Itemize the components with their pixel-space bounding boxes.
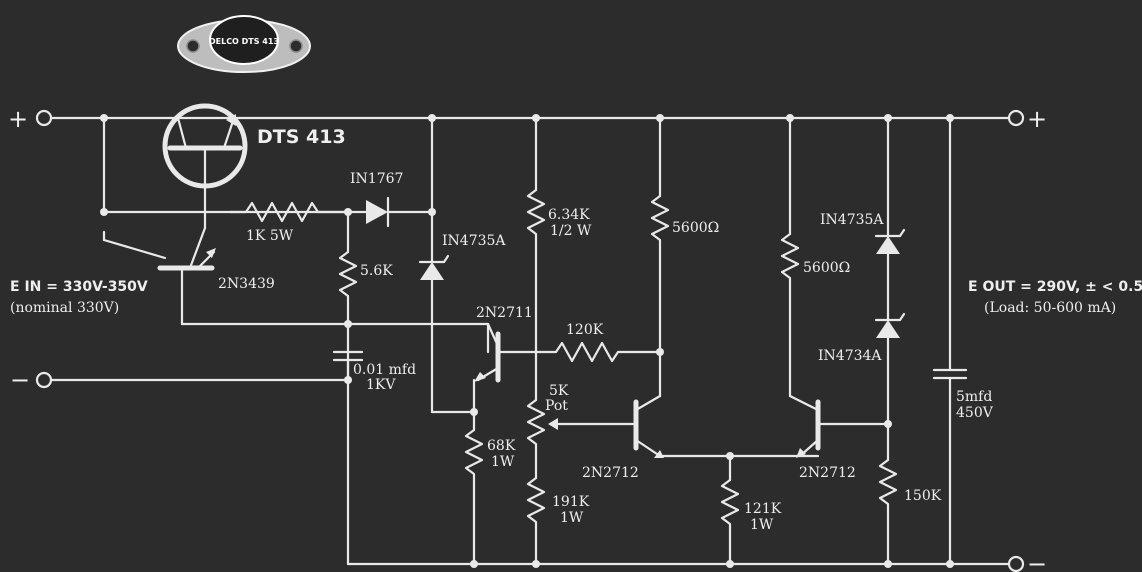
r2-label: 5.6K: [360, 263, 393, 279]
input-negative-terminal: [35, 371, 53, 389]
r9-power-label: 1W: [750, 517, 774, 533]
c1-label: 0.01 mfd: [353, 362, 416, 378]
pot-resistor: [526, 398, 546, 480]
input-spec-line1: E IN = 330V-350V: [10, 279, 148, 295]
c2-capacitor-symbol: [932, 368, 968, 380]
q1-label: DTS 413: [257, 126, 346, 148]
transistor-package-image: DELCO DTS 413: [177, 15, 311, 73]
r5-resistor: [650, 194, 670, 398]
q5-label: 2N2712: [799, 465, 856, 481]
input-positive-terminal: [35, 109, 53, 127]
q4-transistor-symbol: [633, 394, 820, 458]
d1-diode-symbol: [346, 196, 434, 228]
z2-zener-symbol: [874, 228, 906, 254]
z2-label: IN4735A: [820, 212, 884, 228]
r10-label: 150K: [904, 488, 942, 504]
output-minus-label: −: [1027, 550, 1047, 572]
r7-resistor: [464, 428, 484, 566]
r3-resistor: [526, 188, 546, 402]
q5-transistor-symbol: [788, 394, 890, 458]
output-spec-line1: E OUT = 290V, ± < 0.5%: [968, 279, 1142, 295]
r5-label: 5600Ω: [672, 220, 719, 236]
pot-label: 5K: [549, 383, 569, 399]
input-plus-label: +: [8, 105, 28, 133]
package-marking: DELCO DTS 413: [209, 37, 279, 46]
r3-power-label: 1/2 W: [550, 223, 592, 239]
r1-resistor: [228, 201, 350, 223]
junction-dots: [100, 114, 954, 568]
q2-label: 2N3439: [218, 276, 275, 292]
z1-zener-symbol: [418, 116, 476, 414]
q4-label: 2N2712: [582, 465, 639, 481]
c1-voltage-label: 1KV: [366, 377, 396, 393]
r4-label: 120K: [566, 322, 604, 338]
q3-transistor-symbol: [472, 322, 542, 414]
r3-label: 6.34K: [548, 207, 590, 223]
r9-label: 121K: [744, 501, 782, 517]
z3-label: IN4734A: [818, 348, 882, 364]
c2-voltage-label: 450V: [956, 405, 994, 421]
r6-label: 5600Ω: [803, 260, 850, 276]
r9-resistor: [720, 478, 740, 566]
r4-resistor: [538, 341, 662, 363]
r8-power-label: 1W: [560, 510, 584, 526]
r10-resistor: [878, 458, 898, 566]
r7-power-label: 1W: [491, 454, 515, 470]
z1-label: IN4735A: [442, 233, 506, 249]
r6-resistor: [780, 232, 800, 398]
input-spec-line2: (nominal 330V): [10, 300, 119, 316]
q3-label: 2N2711: [476, 305, 533, 321]
output-positive-terminal: [1007, 109, 1025, 127]
z3-zener-symbol: [874, 312, 906, 338]
c2-label: 5mfd: [956, 389, 992, 405]
q2-transistor-symbol: [102, 116, 350, 326]
pot-type-label: Pot: [545, 398, 568, 414]
r8-resistor: [526, 476, 546, 566]
pot-wiper-arrow: [548, 418, 558, 430]
r1-label: 1K 5W: [246, 228, 294, 244]
r7-label: 68K: [487, 438, 516, 454]
d1-label: IN1767: [350, 171, 403, 187]
output-negative-terminal: [1007, 555, 1025, 572]
r8-label: 191K: [552, 494, 590, 510]
input-minus-label: −: [10, 366, 30, 394]
q1-pass-transistor-symbol: [162, 103, 248, 230]
output-plus-label: +: [1027, 105, 1047, 133]
output-spec-line2: (Load: 50-600 mA): [984, 300, 1116, 316]
r2-resistor: [338, 250, 358, 382]
